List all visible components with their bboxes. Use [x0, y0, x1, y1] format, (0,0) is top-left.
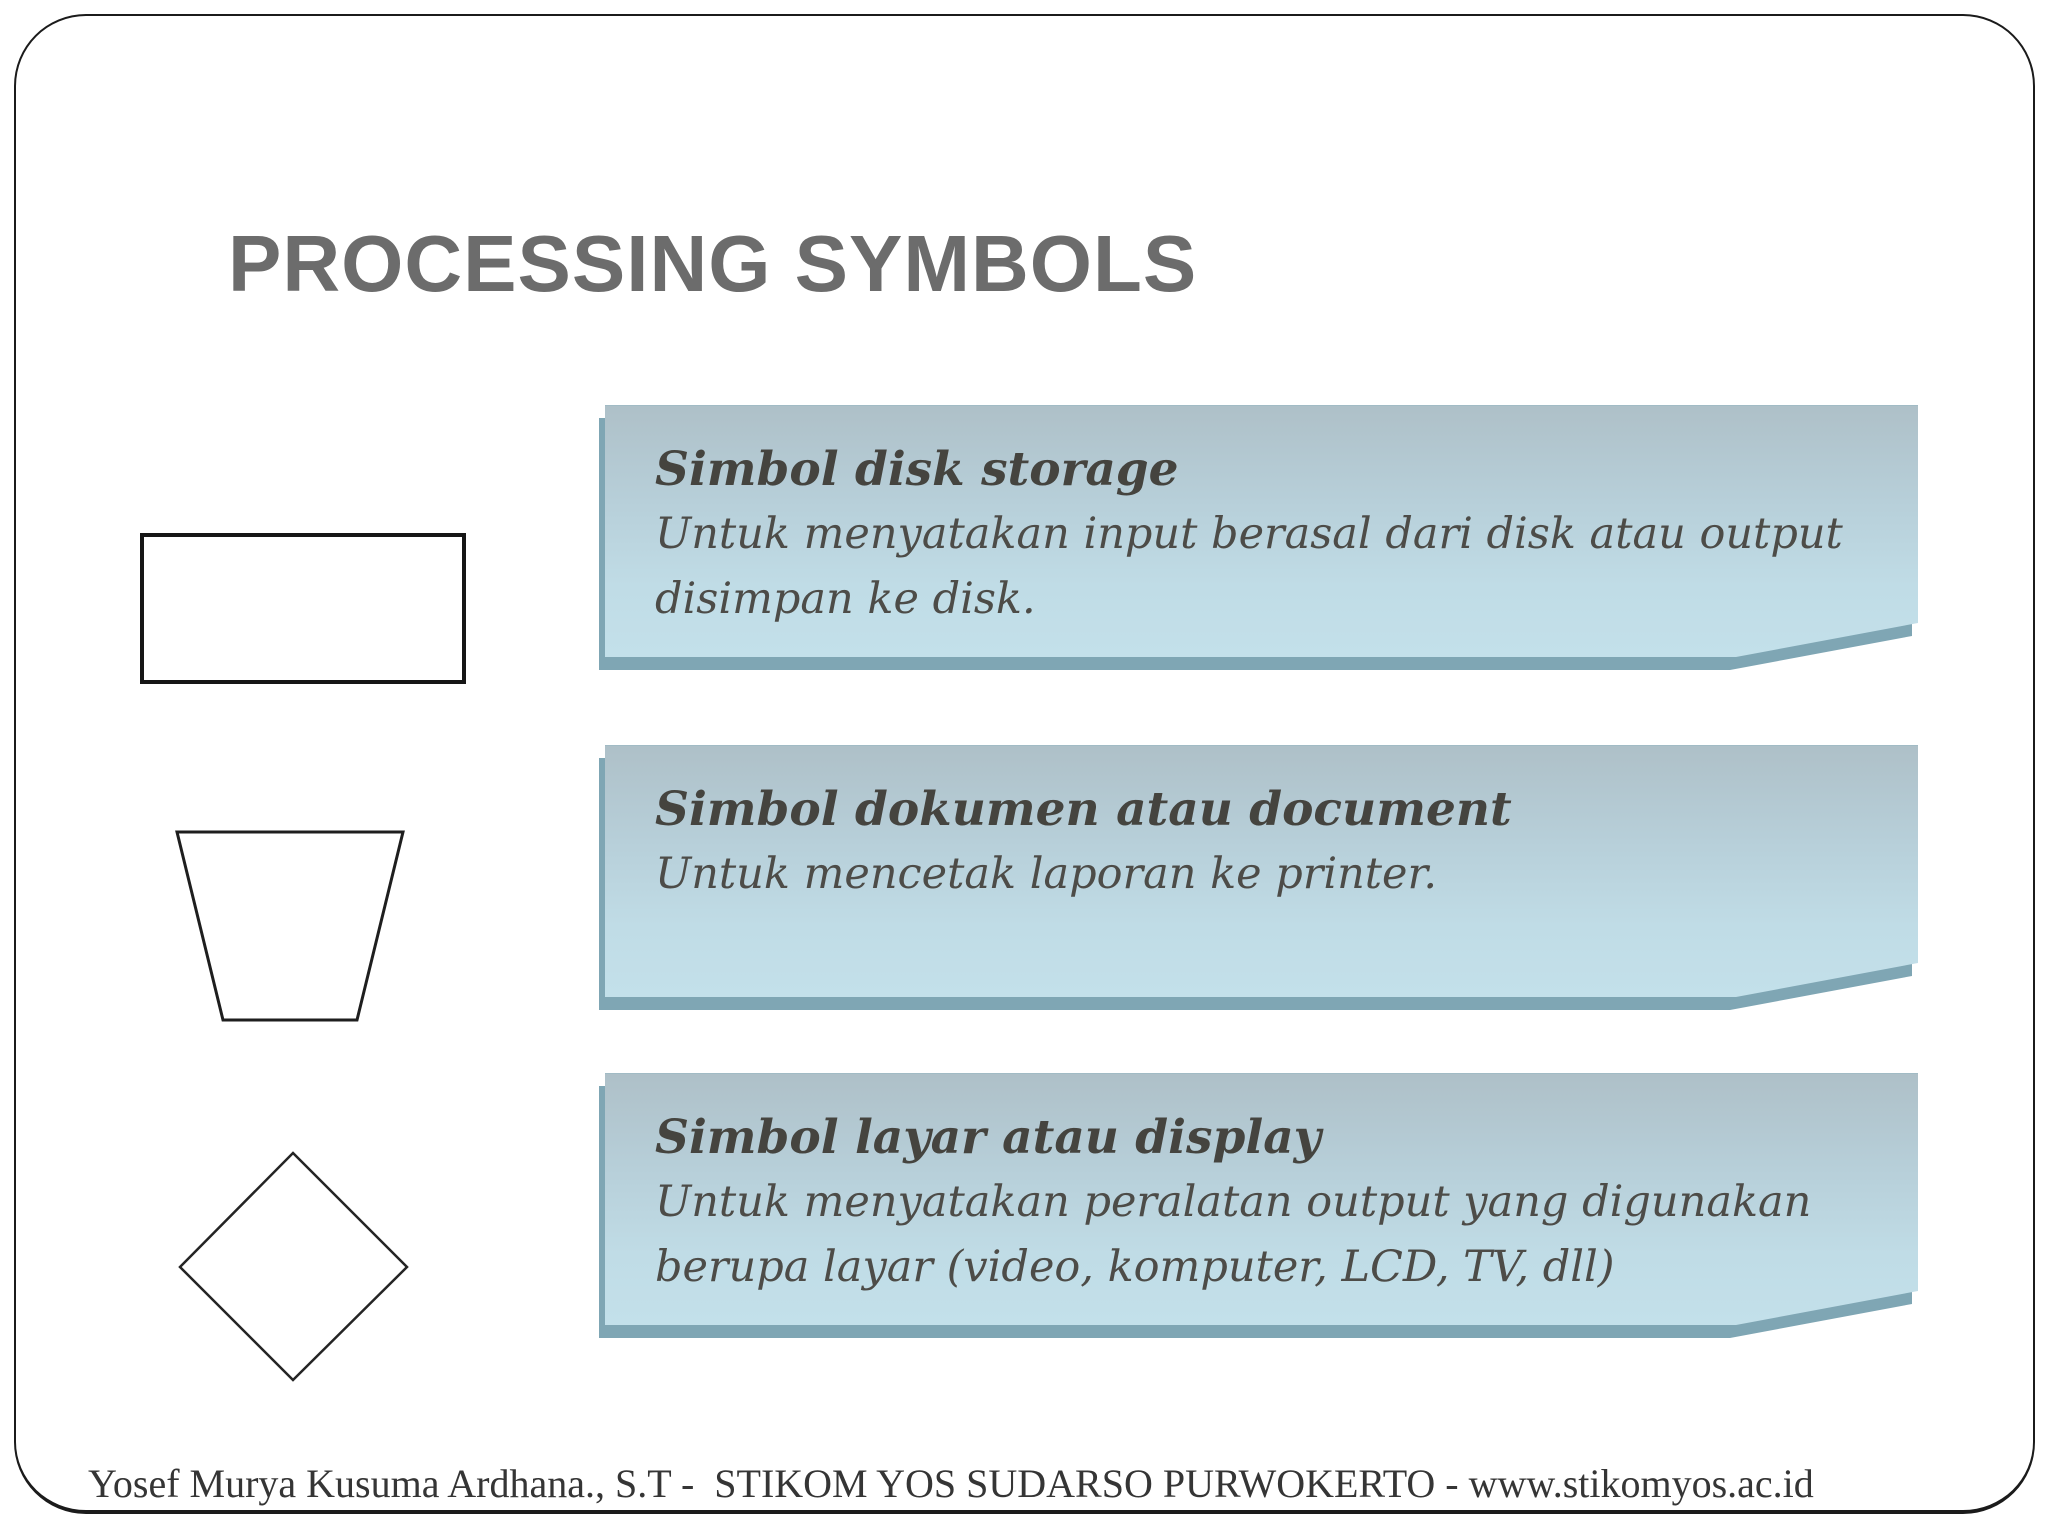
callout-heading: Simbol layar atau display: [655, 1110, 1321, 1165]
callout-description: Untuk menyatakan peralatan output yang d…: [655, 1177, 1812, 1292]
callout-document: Simbol dokumen atau document Untuk mence…: [605, 745, 1918, 997]
callout-heading: Simbol dokumen atau document: [655, 782, 1512, 837]
callout-face: Simbol dokumen atau document Untuk mence…: [605, 745, 1918, 997]
display-diamond-symbol: [178, 1151, 409, 1382]
page-title: PROCESSING SYMBOLS: [228, 219, 1198, 308]
slide-border: [14, 14, 2035, 1514]
footer-credit: Yosef Murya Kusuma Ardhana., S.T - STIKO…: [88, 1461, 1814, 1506]
callout-face: Simbol layar atau display Untuk menyatak…: [605, 1073, 1918, 1325]
callout-heading: Simbol disk storage: [655, 442, 1179, 497]
disk-storage-rectangle-symbol: [140, 533, 466, 684]
document-trapezoid-symbol: [175, 830, 405, 1022]
callout-face: Simbol disk storage Untuk menyatakan inp…: [605, 405, 1918, 657]
callout-description: Untuk menyatakan input berasal dari disk…: [655, 509, 1843, 624]
callout-description: Untuk mencetak laporan ke printer.: [655, 849, 1437, 899]
callout-disk-storage: Simbol disk storage Untuk menyatakan inp…: [605, 405, 1918, 657]
callout-display: Simbol layar atau display Untuk menyatak…: [605, 1073, 1918, 1325]
